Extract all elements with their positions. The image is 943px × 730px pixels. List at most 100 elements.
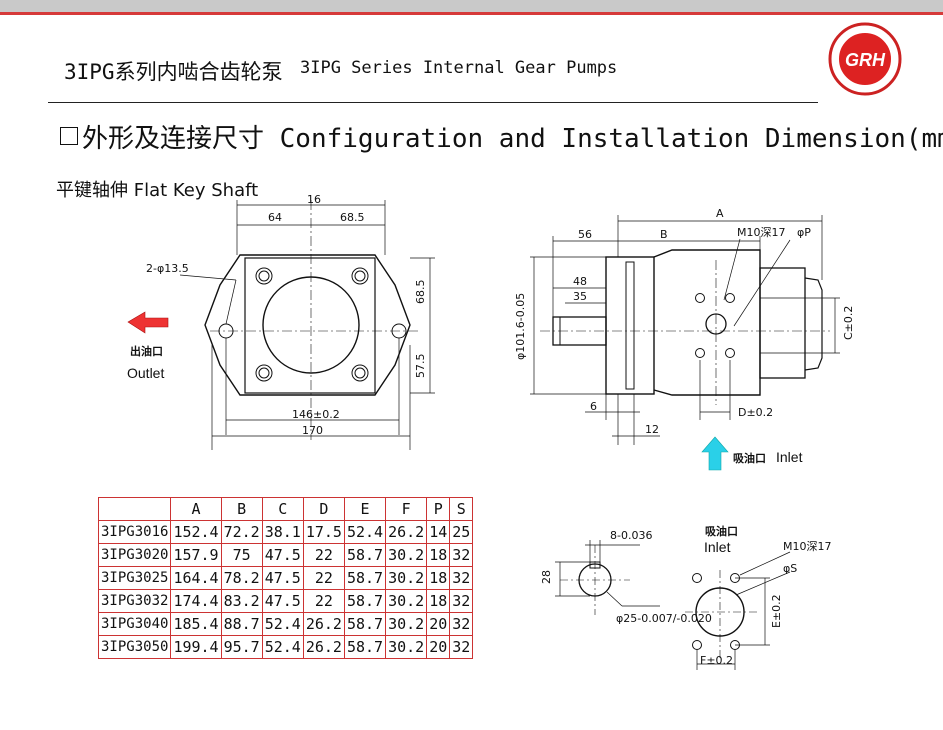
top-bar: [0, 0, 943, 12]
dim-dia-101: φ101.6-0.05: [514, 293, 527, 360]
header-title-cn: 3IPG系列内啮合齿轮泵: [64, 60, 283, 84]
table-cell: 47.5: [261, 566, 304, 590]
header-cell: [97, 497, 172, 521]
table-cell: 38.1: [261, 520, 304, 544]
model-cell: 3IPG3032: [97, 589, 172, 613]
front-view: [179, 200, 435, 450]
top-accent-line: [0, 12, 943, 15]
header-cell: E: [343, 497, 387, 521]
table-cell: 18: [426, 543, 451, 567]
table-cell: 185.4: [170, 612, 222, 636]
dim-m10: M10深17: [737, 226, 786, 239]
table-cell: 18: [426, 589, 451, 613]
table-cell: 25: [449, 520, 474, 544]
dim-68-5-vertical: 68.5: [414, 280, 427, 305]
header-cell: A: [170, 497, 222, 521]
table-cell: 78.2: [220, 566, 263, 590]
dim-64: 64: [268, 211, 282, 224]
dim-12: 12: [645, 423, 659, 436]
model-cell: 3IPG3050: [97, 635, 172, 659]
dim-170: 170: [302, 424, 323, 437]
table-cell: 152.4: [170, 520, 222, 544]
dim-28: 28: [540, 570, 553, 584]
dim-phi-p: φP: [797, 226, 811, 239]
shaft-detail: [555, 540, 660, 615]
dim-a: A: [716, 207, 724, 220]
table-cell: 47.5: [261, 543, 304, 567]
table-header-row: A B C D E F P S: [97, 497, 474, 521]
model-cell: 3IPG3025: [97, 566, 172, 590]
table-cell: 58.7: [343, 612, 387, 636]
dim-68-5: 68.5: [340, 211, 365, 224]
inlet-dim-e: E±0.2: [770, 594, 783, 628]
table-row: 3IPG3040 185.4 88.7 52.4 26.2 58.7 30.2 …: [97, 612, 474, 636]
model-cell: 3IPG3016: [97, 520, 172, 544]
dim-35: 35: [573, 290, 587, 303]
dim-d: D±0.2: [738, 406, 773, 419]
table-cell: 18: [426, 566, 451, 590]
header-cell: B: [220, 497, 263, 521]
logo-text: GRH: [845, 50, 886, 70]
table-cell: 95.7: [220, 635, 263, 659]
dim-holes: 2-φ13.5: [146, 262, 189, 275]
section-title-text: 外形及连接尺寸 Configuration and Installation D…: [82, 124, 943, 154]
table-cell: 26.2: [302, 612, 345, 636]
table-cell: 32: [449, 612, 474, 636]
dim-dia-25: φ25-0.007/-0.020: [616, 612, 712, 625]
header-cell: P: [426, 497, 451, 521]
dim-56: 56: [578, 228, 592, 241]
table-cell: 52.4: [343, 520, 387, 544]
table-cell: 32: [449, 589, 474, 613]
dim-16: 16: [307, 193, 321, 206]
dim-48: 48: [573, 275, 587, 288]
section-title: 外形及连接尺寸 Configuration and Installation D…: [60, 118, 943, 155]
side-view: [530, 215, 840, 445]
table-cell: 20: [426, 635, 451, 659]
table-cell: 17.5: [302, 520, 345, 544]
model-cell: 3IPG3020: [97, 543, 172, 567]
table-cell: 26.2: [385, 520, 428, 544]
table-cell: 26.2: [302, 635, 345, 659]
header-cell: S: [449, 497, 474, 521]
table-cell: 174.4: [170, 589, 222, 613]
inlet-label-cn: 吸油口: [733, 451, 766, 465]
table-cell: 199.4: [170, 635, 222, 659]
inlet-dim-m10: M10深17: [783, 540, 832, 553]
outlet-label-cn: 出油口: [130, 344, 163, 358]
table-cell: 14: [426, 520, 451, 544]
table-cell: 30.2: [385, 566, 428, 590]
table-cell: 58.7: [343, 543, 387, 567]
inlet-dim-f: F±0.2: [700, 654, 733, 667]
table-cell: 58.7: [343, 589, 387, 613]
table-cell: 22: [302, 543, 345, 567]
table-cell: 52.4: [261, 635, 304, 659]
table-cell: 58.7: [343, 566, 387, 590]
table-cell: 30.2: [385, 543, 428, 567]
dim-key-width: 8-0.036: [610, 529, 652, 542]
table-row: 3IPG3020 157.9 75 47.5 22 58.7 30.2 18 3…: [97, 543, 474, 567]
table-cell: 22: [302, 566, 345, 590]
table-cell: 83.2: [220, 589, 263, 613]
table-cell: 52.4: [261, 612, 304, 636]
header-cell: C: [261, 497, 304, 521]
inlet-detail-label-cn: 吸油口: [705, 524, 738, 538]
dim-146: 146±0.2: [292, 408, 340, 421]
table-cell: 32: [449, 635, 474, 659]
table-cell: 58.7: [343, 635, 387, 659]
table-cell: 30.2: [385, 635, 428, 659]
outlet-label-en: Outlet: [127, 365, 164, 381]
table-row: 3IPG3032 174.4 83.2 47.5 22 58.7 30.2 18…: [97, 589, 474, 613]
header-cell: F: [385, 497, 428, 521]
table-cell: 72.2: [220, 520, 263, 544]
dim-c: C±0.2: [842, 306, 855, 340]
table-cell: 32: [449, 566, 474, 590]
table-cell: 157.9: [170, 543, 222, 567]
dimension-table: A B C D E F P S 3IPG3016 152.4 72.2 38.1…: [97, 497, 474, 659]
table-cell: 47.5: [261, 589, 304, 613]
inlet-detail-label-en: Inlet: [704, 539, 731, 555]
dim-b: B: [660, 228, 668, 241]
header-cell: D: [302, 497, 345, 521]
table-row: 3IPG3050 199.4 95.7 52.4 26.2 58.7 30.2 …: [97, 635, 474, 659]
inlet-dim-phi-s: φS: [783, 562, 797, 575]
